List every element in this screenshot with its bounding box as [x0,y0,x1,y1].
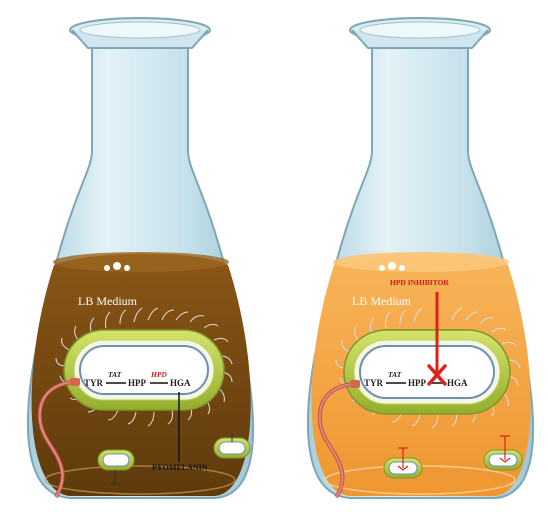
left-tat-label: TAT [108,370,122,379]
left-tyr-label: TYR [84,378,104,388]
left-pyomelanin-label: PYOMELANIN [152,463,208,472]
right-inhibitor-label: HPD INHIBITOR [390,278,449,287]
right-tyr-label: TYR [364,378,384,388]
right-bacterium [344,330,510,414]
left-flask: LB Medium TYR TAT HPP [28,18,253,498]
left-cell-transporter [70,378,80,386]
left-hpd-label: HPD [150,370,167,379]
left-hga-label: HGA [170,378,191,388]
right-hga-label: HGA [447,378,468,388]
right-flask: LB Medium HPD INHIBITOR TYR TAT HPP HGA [308,18,533,498]
right-tat-label: TAT [388,370,402,379]
right-hpp-label: HPP [408,378,426,388]
left-medium-label: LB Medium [78,294,138,308]
right-medium-label: LB Medium [352,294,412,308]
right-cell-transporter [350,380,360,388]
left-hpp-label: HPP [128,378,146,388]
left-bacterium [64,330,224,410]
